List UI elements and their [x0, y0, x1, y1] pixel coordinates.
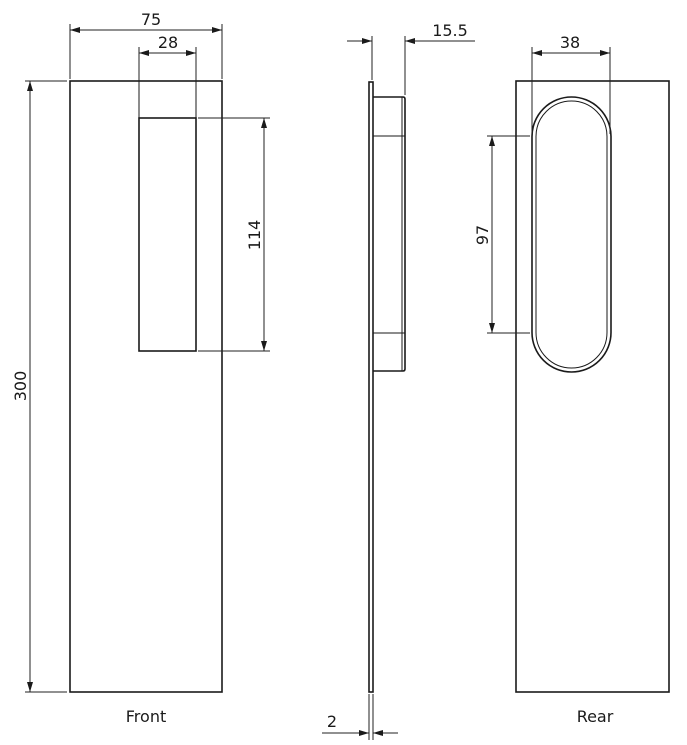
rear-oval-inner — [535, 100, 608, 369]
side-plate-outline — [368, 81, 374, 693]
front-view: 75 28 114 300 Front — [11, 10, 270, 726]
dim-text-300: 300 — [11, 371, 30, 402]
dim-overall-height: 300 — [11, 80, 67, 693]
dim-recess-width: 28 — [138, 33, 197, 81]
rear-view: 38 97 Rear — [473, 33, 670, 726]
rear-oval-outer — [531, 96, 612, 373]
dim-recess-height: 114 — [198, 117, 270, 352]
front-view-label: Front — [126, 707, 166, 726]
dim-plate-thickness: 2 — [322, 694, 398, 740]
dim-oval-width: 38 — [531, 33, 611, 134]
side-handle-body — [373, 96, 406, 372]
rear-panel-outline — [515, 80, 670, 693]
dim-text-38: 38 — [560, 33, 580, 52]
dim-oval-straight: 97 — [473, 135, 530, 334]
side-view: 15.5 2 — [322, 21, 475, 740]
front-panel-outline — [69, 80, 223, 693]
dim-text-15-5: 15.5 — [432, 21, 468, 40]
rear-view-label: Rear — [577, 707, 614, 726]
dim-text-114: 114 — [245, 220, 264, 251]
dim-text-97: 97 — [473, 225, 492, 245]
front-recess-outline — [138, 117, 197, 352]
dim-depth: 15.5 — [347, 21, 475, 95]
dim-text-75: 75 — [141, 10, 161, 29]
dim-text-28: 28 — [158, 33, 178, 52]
dim-overall-width: 75 — [69, 10, 223, 79]
dim-text-2: 2 — [327, 712, 337, 731]
